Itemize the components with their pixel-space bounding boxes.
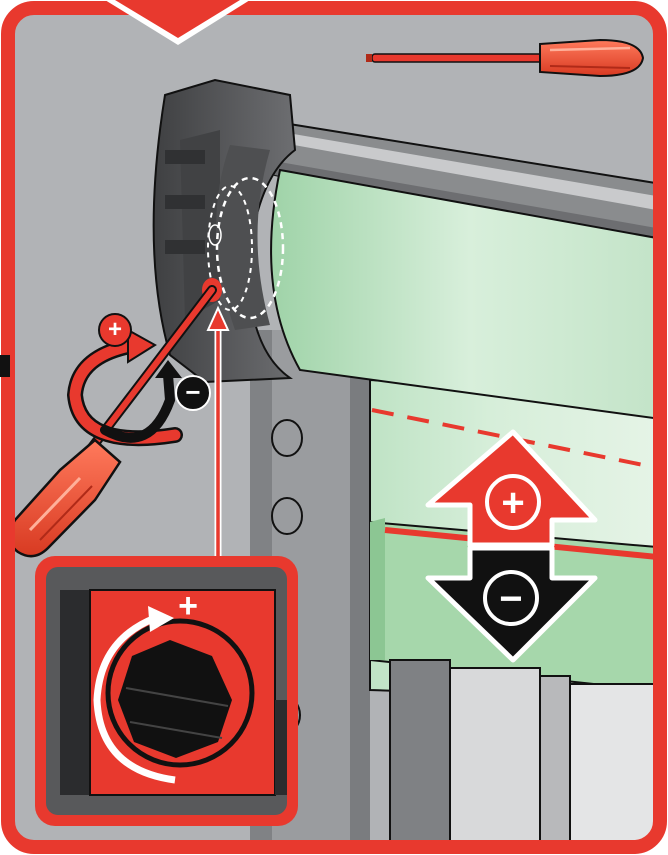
rotate-minus-symbol: − bbox=[185, 377, 200, 407]
arrow-plus-symbol: + bbox=[501, 481, 524, 525]
rotate-plus-symbol: + bbox=[108, 316, 122, 343]
detail-inset: + bbox=[35, 556, 298, 826]
frame-left-tick bbox=[0, 355, 10, 377]
lower-panes bbox=[390, 660, 668, 855]
inset-plus-symbol: + bbox=[178, 587, 198, 625]
arrow-minus-symbol: − bbox=[499, 577, 522, 621]
